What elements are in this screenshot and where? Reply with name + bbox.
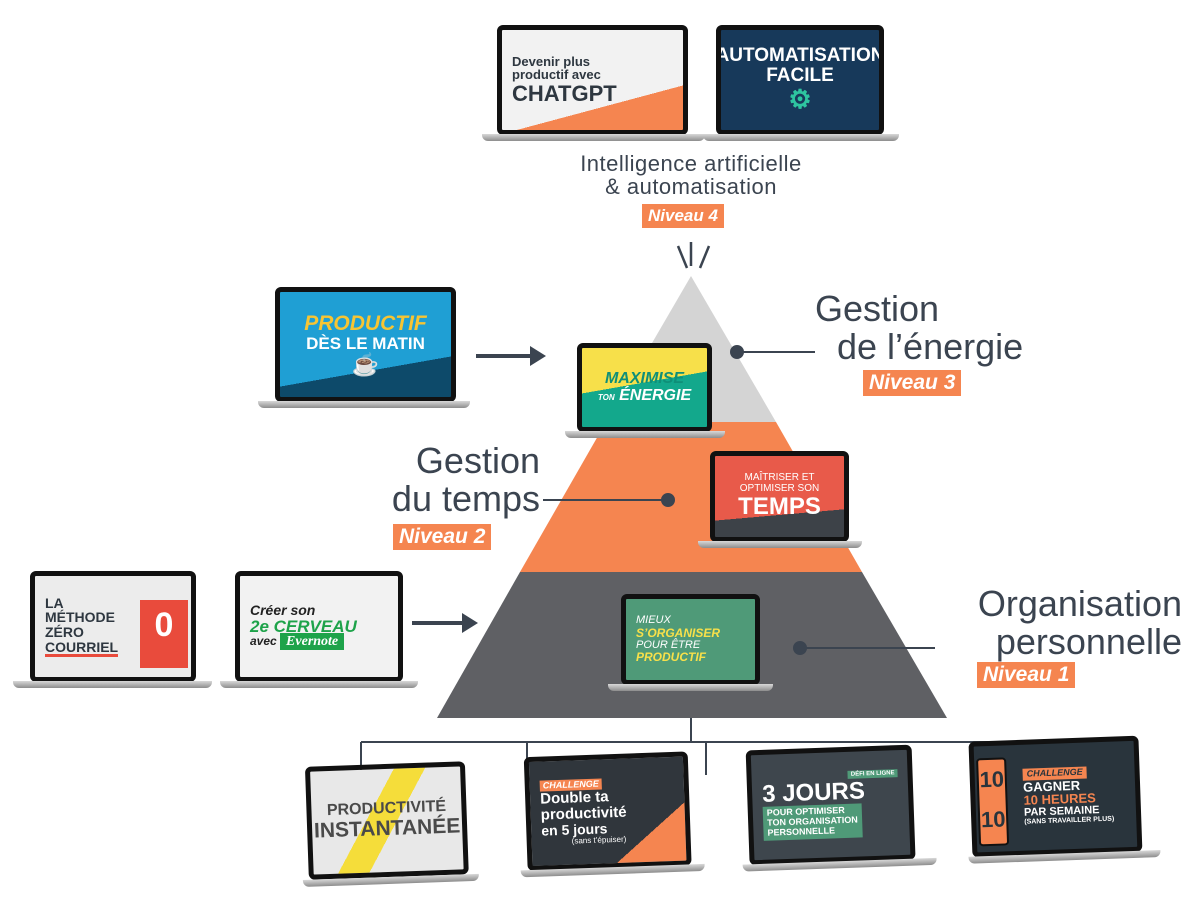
arrow-icon [412,346,546,633]
text: Organisation [977,583,1182,624]
text: personnelle [995,620,1182,662]
connector-lines [543,345,935,655]
text: Gestion [415,440,540,481]
text: TEMPS [738,493,821,521]
text: MÉTHODE [45,609,115,626]
level-2-badge: Niveau 2 [393,524,492,550]
text: S’ORGANISER [636,625,721,640]
text: 3 JOURS [761,777,866,809]
text: LA [45,594,64,611]
text: POUR ÊTRE [636,638,701,651]
text: 10 [980,806,1006,833]
text: INSTANTANÉE [313,814,461,843]
text: TON [597,392,615,402]
text: de l’énergie [837,325,1024,367]
text: COURRIEL [45,639,119,658]
text: OPTIMISER SON [739,482,820,494]
coffee-icon: ☕ [351,351,380,377]
text: MIEUX [636,614,671,627]
text: productif avec [512,67,601,83]
text: DÈS LE MATIN [306,334,425,354]
text: Créer son [250,601,316,618]
level-3-badge: Niveau 3 [863,370,962,396]
spark-lines [676,242,711,269]
envelope-icon: 0 [140,600,188,668]
text: (sans t’épuiser) [571,834,627,846]
text: PRODUCTIF [304,312,427,335]
text: Intelligence artificielle [580,151,802,176]
text: avec [250,634,277,649]
text: FACILE [766,65,834,87]
text: PRODUCTIF [636,650,706,665]
text: PERSONNELLE [767,825,836,838]
text: 10 [979,766,1005,793]
evernote-logo: Evernote [280,633,345,651]
text: ZÉRO [45,624,84,640]
text: CHATGPT [512,81,617,107]
gear-icon: ⚙ [788,84,812,115]
level-4-title: Intelligence artificielle & automatisati… [520,152,862,198]
phone-icon: 10 10 [976,757,1010,847]
level-1-badge: Niveau 1 [977,662,1076,688]
text: Gestion [815,288,940,329]
level-4-badge: Niveau 4 [642,204,724,228]
text: Devenir plus [512,53,591,69]
text: AUTOMATISATION [716,45,884,67]
level-2-title: Gestion du temps [330,442,540,518]
level-1-title: Organisation personnelle [900,585,1182,661]
text: du temps [391,477,540,519]
text: & automatisation [605,174,777,200]
text: ÉNERGIE [619,386,692,404]
level-3-title: Gestion de l’énergie [815,290,1023,366]
text: 2e CERVEAU [250,616,357,636]
text: MAÎTRISER ET [744,472,815,484]
text: MAXIMISE [604,369,685,387]
